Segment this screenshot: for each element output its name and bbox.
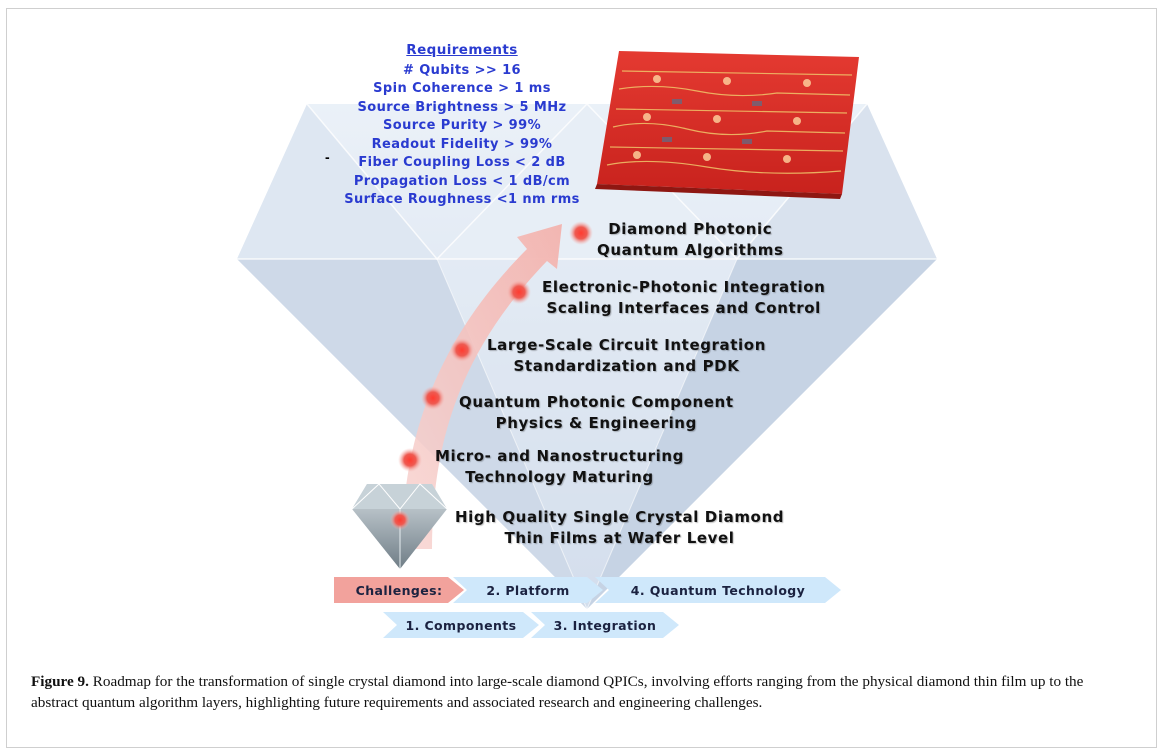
components-label: 1. Components <box>405 617 517 633</box>
milestone-line: Standardization and PDK <box>513 357 740 375</box>
milestone-line: Large-Scale Circuit Integration <box>487 336 766 354</box>
figure-caption: Figure 9. Roadmap for the transformation… <box>31 672 1131 713</box>
milestone-line: Technology Maturing <box>465 468 654 486</box>
figure-label: Figure 9. <box>31 673 89 690</box>
requirement-item: # Qubits >> 16 <box>403 62 521 78</box>
milestone-line: Quantum Photonic Component <box>459 393 734 411</box>
photonic-chip-graphic <box>595 51 859 199</box>
requirement-item: Fiber Coupling Loss < 2 dB <box>358 155 566 170</box>
quantum-technology-label: 4. Quantum Technology <box>630 582 806 598</box>
milestone-line: High Quality Single Crystal Diamond <box>455 508 785 526</box>
requirement-item: Source Purity > 99% <box>382 118 541 133</box>
figure-illustration: Requirements # Qubits >> 16 Spin Coheren… <box>7 9 1158 659</box>
caption-text: Roadmap for the transformation of single… <box>31 673 1084 711</box>
figure-frame: Requirements # Qubits >> 16 Spin Coheren… <box>6 8 1157 748</box>
challenges-label-chevron: Challenges: <box>334 577 464 603</box>
integration-chevron: 3. Integration <box>531 612 679 638</box>
requirement-item: Propagation Loss < 1 dB/cm <box>353 173 571 189</box>
requirements-list: Requirements # Qubits >> 16 Spin Coheren… <box>307 41 617 210</box>
platform-label: 2. Platform <box>486 582 570 598</box>
challenges-label: Challenges: <box>355 582 443 598</box>
quantum-technology-chevron: 4. Quantum Technology <box>595 577 841 603</box>
milestone-crystal-diamond-films: High Quality Single Crystal Diamond Thin… <box>455 507 784 549</box>
milestone-line: Micro- and Nanostructuring <box>435 447 685 465</box>
milestone-quantum-algorithms: Diamond Photonic Quantum Algorithms <box>597 219 783 261</box>
requirements-title: Requirements <box>406 42 518 58</box>
diamond-gem-icon <box>351 483 448 569</box>
diamond-background-graphic <box>237 51 937 610</box>
milestone-line: Quantum Algorithms <box>597 241 784 259</box>
platform-chevron: 2. Platform <box>453 577 603 603</box>
milestone-large-scale-integration: Large-Scale Circuit Integration Standard… <box>487 335 766 377</box>
list-dash-mark: - <box>325 149 330 165</box>
milestone-line: Thin Films at Wafer Level <box>504 529 735 547</box>
components-chevron: 1. Components <box>383 612 539 638</box>
milestone-electronic-photonic: Electronic-Photonic Integration Scaling … <box>542 277 825 319</box>
requirement-item: Surface Roughness <1 nm rms <box>344 192 580 207</box>
milestone-line: Scaling Interfaces and Control <box>546 299 821 317</box>
milestone-line: Diamond Photonic <box>608 220 773 238</box>
milestone-nanostructuring: Micro- and Nanostructuring Technology Ma… <box>435 446 684 488</box>
milestone-line: Electronic-Photonic Integration <box>542 278 826 296</box>
requirement-item: Source Brightness > 5 MHz <box>357 99 567 115</box>
requirement-item: Spin Coherence > 1 ms <box>373 81 551 96</box>
milestone-line: Physics & Engineering <box>495 414 697 432</box>
requirement-item: Readout Fidelity > 99% <box>371 136 553 152</box>
milestone-quantum-component: Quantum Photonic Component Physics & Eng… <box>459 392 734 434</box>
integration-label: 3. Integration <box>553 617 657 633</box>
